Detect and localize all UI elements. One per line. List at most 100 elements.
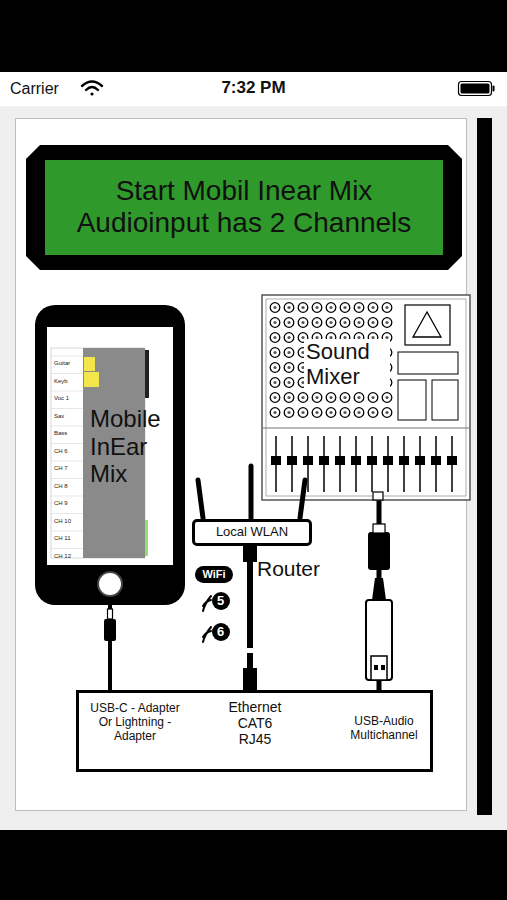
drawing-part: [243, 668, 257, 690]
router-label: Router: [257, 557, 320, 580]
drawing-part: [51, 496, 83, 497]
drawing-part: [51, 391, 83, 392]
screen-ground: [0, 72, 507, 830]
clock-label: 7:32 PM: [0, 79, 507, 98]
wifi-status-icon: [82, 82, 102, 96]
phone-illustration: [35, 305, 185, 605]
drawing-part: [381, 665, 385, 670]
drawing-part: [198, 480, 203, 518]
drawing-part: [212, 623, 230, 641]
drawing-part: [371, 656, 387, 680]
drawing-part: [300, 480, 305, 518]
carrier-label: Carrier: [10, 80, 59, 98]
drawing-part: [104, 619, 116, 641]
drawing-part: [398, 352, 458, 374]
drawing-part: [51, 513, 83, 514]
drawing-part: [51, 408, 83, 409]
drawing-part: [51, 356, 83, 549]
drawing-part: [405, 305, 450, 345]
drawing-part: [51, 531, 83, 532]
node-text: USB-C - Adapter Or Lightning -Adapter: [83, 702, 187, 743]
drawing-part: [51, 373, 83, 374]
node-text: Start Mobil Inear Mix Audioinput has 2 C…: [63, 175, 425, 239]
node-text: Local WLAN: [197, 525, 307, 540]
wifi-badge-label: WiFi: [195, 566, 233, 583]
channel-name: CH 11: [54, 535, 71, 542]
wifi-badges: [195, 566, 233, 642]
lightning-plug: [104, 609, 116, 641]
drawing-part: [145, 520, 148, 556]
node-text: Mobile InEar Mix: [90, 405, 176, 488]
banner-frame: [26, 145, 462, 270]
drawing-part: [432, 380, 458, 420]
drawing-part: [98, 572, 122, 596]
channel-name: CH 10: [54, 518, 71, 525]
lightning-cable: [108, 605, 112, 690]
node-text: Sound Mixer: [304, 339, 390, 390]
drawing-part: [368, 532, 390, 570]
drawing-part: [398, 380, 426, 420]
channel-name: CH 7: [54, 465, 68, 472]
battery-icon: [459, 82, 495, 96]
drawing-part: [212, 592, 230, 610]
drawing-part: [461, 84, 490, 94]
channel-name: Keyb: [54, 378, 68, 385]
drawing-part: [366, 600, 392, 680]
drawing-part: [108, 609, 113, 619]
drawing-part: [51, 356, 83, 357]
drawing-part: [35, 305, 185, 605]
usb-plug: [366, 524, 392, 680]
router-antennas: [198, 466, 305, 518]
phone-device: Mobile InEar Mix: [35, 305, 185, 605]
drawing-part: [266, 299, 466, 496]
channel-name: CH 9: [54, 500, 68, 507]
drawing-part: [245, 648, 255, 653]
drawing-part: [90, 92, 93, 95]
drawing-part: [268, 430, 460, 496]
drawing-part: [262, 428, 470, 429]
sound-mixer: Sound Mixer: [262, 295, 470, 500]
drawing-part: [51, 443, 83, 444]
title-banner: Start Mobil Inear Mix Audioinput has 2 C…: [26, 145, 462, 270]
drawing-part: [372, 578, 386, 600]
banner-fill: [45, 160, 443, 255]
drawing-part: [82, 82, 102, 87]
channel-name: Sax: [54, 413, 64, 420]
scroll-bar: [477, 118, 492, 815]
adapter-box: USB-C - Adapter Or Lightning -Adapter Eth…: [76, 690, 433, 772]
router-box: Local WLAN: [192, 519, 312, 546]
channel-name: CH 12: [54, 553, 71, 560]
node-text: Ethernet CAT6 RJ45: [225, 699, 285, 747]
drawing-part: [145, 350, 149, 398]
drawing-part: [493, 86, 495, 92]
drawing-part: [51, 461, 83, 462]
drawing-part: [373, 524, 385, 533]
drawing-part: [203, 596, 211, 611]
status-bar: [0, 72, 507, 106]
channel-name: Bass: [54, 430, 67, 437]
channel-name: Voc 1: [54, 395, 69, 402]
channel-name: Guitar: [54, 360, 70, 367]
content-panel: [16, 119, 467, 811]
drawing-part: [203, 596, 211, 642]
drawing-part: [268, 300, 394, 420]
ethernet-plug: [243, 546, 257, 690]
drawing-part: [51, 548, 83, 549]
mixer-illustration: [262, 295, 470, 500]
drawing-part: [243, 546, 257, 562]
drawing-part: [203, 627, 211, 642]
channel-name: CH 6: [54, 448, 68, 455]
drawing-part: [195, 566, 233, 583]
drawing-part: [413, 312, 441, 337]
drawing-part: [51, 478, 83, 479]
drawing-part: [51, 426, 83, 427]
drawing-part: [459, 82, 492, 96]
drawing-part: [86, 87, 98, 90]
drawing-part: [373, 492, 383, 500]
drawing-part: [84, 372, 99, 387]
node-text: USB-Audio Multichannel: [343, 715, 425, 743]
channel-name: CH 8: [54, 483, 68, 490]
drawing-part: [249, 466, 254, 518]
